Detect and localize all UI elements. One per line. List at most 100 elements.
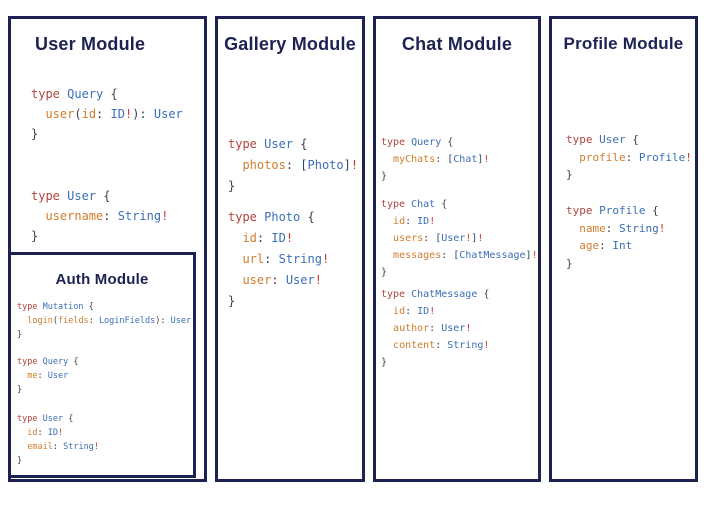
code-token-br: ] — [477, 154, 484, 165]
code-line: } — [566, 166, 692, 184]
code-line: profile: Profile! — [566, 149, 692, 167]
code-token-bang: ! — [531, 250, 538, 261]
code-token-p — [381, 216, 393, 227]
module-card-profile: Profile Module type User { profile: Prof… — [549, 16, 698, 482]
code-token-kw: type — [17, 302, 43, 312]
code-token-p: { — [307, 210, 315, 224]
code-token-p — [381, 250, 393, 261]
code-line: } — [31, 226, 168, 246]
code-token-bang: ! — [465, 323, 472, 334]
code-token-bang: ! — [465, 233, 472, 244]
code-token-tn: User — [264, 137, 301, 151]
code-token-fld: content — [393, 340, 436, 351]
code-line: } — [381, 264, 538, 281]
code-line: type Query { — [17, 355, 78, 369]
code-token-tn: User — [42, 414, 69, 424]
module-title-user: User Module — [35, 34, 146, 54]
code-token-bang: ! — [429, 306, 436, 317]
code-line: } — [566, 255, 665, 273]
code-token-kw: type — [17, 414, 43, 424]
code-token-fld: age — [579, 239, 600, 252]
code-token-fld: messages — [393, 250, 442, 261]
code-token-fld: name — [579, 221, 606, 235]
code-line: users: [User!]! — [381, 230, 538, 247]
code-token-p — [381, 340, 393, 351]
code-token-p: { — [88, 302, 94, 312]
code-line: author: User! — [381, 320, 489, 337]
code-token-p — [566, 222, 579, 235]
code-line: type User { — [228, 134, 358, 155]
code-token-kw: type — [228, 137, 265, 151]
code-token-kw: type — [566, 133, 600, 146]
code-token-p: : — [441, 250, 454, 261]
code-token-p: : — [625, 150, 639, 164]
module-card-gallery: Gallery Module type User { photos: [Phot… — [215, 16, 365, 482]
code-token-fld: url — [242, 252, 265, 266]
code-token-kw: type — [381, 199, 412, 210]
code-token-fld: id — [393, 216, 406, 227]
code-token-p: ): — [132, 107, 154, 121]
code-token-p: : — [285, 158, 301, 172]
code-token-fld: me — [27, 371, 38, 381]
module-title-chat: Chat Module — [401, 34, 513, 54]
code-line: type User { — [31, 186, 168, 206]
code-block: type Profile { name: String! age: Int} — [566, 202, 665, 272]
code-token-p: : — [88, 316, 99, 326]
code-token-p: : — [435, 154, 448, 165]
code-token-p: } — [566, 168, 573, 181]
code-line: messages: [ChatMessage]! — [381, 247, 538, 264]
code-token-bang: ! — [321, 252, 330, 266]
code-token-p: } — [381, 357, 388, 368]
code-token-p: } — [381, 267, 388, 278]
code-token-fld: id — [81, 107, 97, 121]
code-token-tn: ID — [110, 107, 125, 121]
code-line: type Query { — [381, 134, 489, 151]
code-block: type Query { myChats: [Chat]!} — [381, 134, 489, 185]
code-token-p — [381, 233, 393, 244]
code-token-fld: author — [393, 323, 430, 334]
code-line: type Photo { — [228, 207, 329, 228]
code-token-p: { — [110, 87, 118, 101]
code-token-fld: fields — [57, 316, 89, 326]
code-token-tn: User — [441, 323, 466, 334]
code-block: type User { profile: Profile!} — [566, 131, 692, 184]
code-line: id: ID! — [17, 426, 99, 440]
code-line: me: User — [17, 369, 78, 383]
code-token-tn: Chat — [411, 199, 442, 210]
code-line: } — [381, 354, 489, 371]
code-token-p — [228, 231, 242, 245]
code-line: type Profile { — [566, 202, 665, 220]
code-token-tn: Int — [612, 239, 633, 252]
code-token-kw: type — [381, 289, 412, 300]
code-line: photos: [Photo]! — [228, 155, 358, 176]
code-line: id: ID! — [381, 303, 489, 320]
code-token-p — [31, 107, 45, 121]
code-token-fld: login — [27, 316, 53, 326]
code-token-br: [ — [300, 158, 308, 172]
code-token-p — [381, 323, 393, 334]
code-token-p: ): — [155, 316, 171, 326]
code-token-fld: users — [393, 233, 424, 244]
code-token-p — [381, 154, 393, 165]
code-token-p: : — [405, 306, 418, 317]
code-token-tn: Photo — [307, 158, 344, 172]
code-token-bang: ! — [124, 107, 133, 121]
code-token-br: ] — [343, 158, 351, 172]
code-token-p: : — [271, 273, 286, 287]
code-token-p: { — [441, 199, 448, 210]
code-token-p: } — [228, 294, 236, 308]
code-token-bang: ! — [350, 158, 359, 172]
code-token-tn: ID — [417, 216, 430, 227]
code-token-tn: String — [117, 209, 162, 223]
code-token-p: { — [103, 189, 111, 203]
code-token-tn: User — [153, 107, 183, 121]
code-token-br: [ — [435, 233, 442, 244]
code-token-p — [381, 306, 393, 317]
code-token-p: : — [37, 371, 48, 381]
code-token-tn: User — [599, 133, 633, 146]
code-line: id: ID! — [228, 228, 329, 249]
code-token-p: { — [68, 414, 74, 424]
code-token-p: { — [632, 133, 639, 146]
code-token-kw: type — [31, 189, 68, 203]
code-token-tn: LoginFields — [98, 316, 156, 326]
